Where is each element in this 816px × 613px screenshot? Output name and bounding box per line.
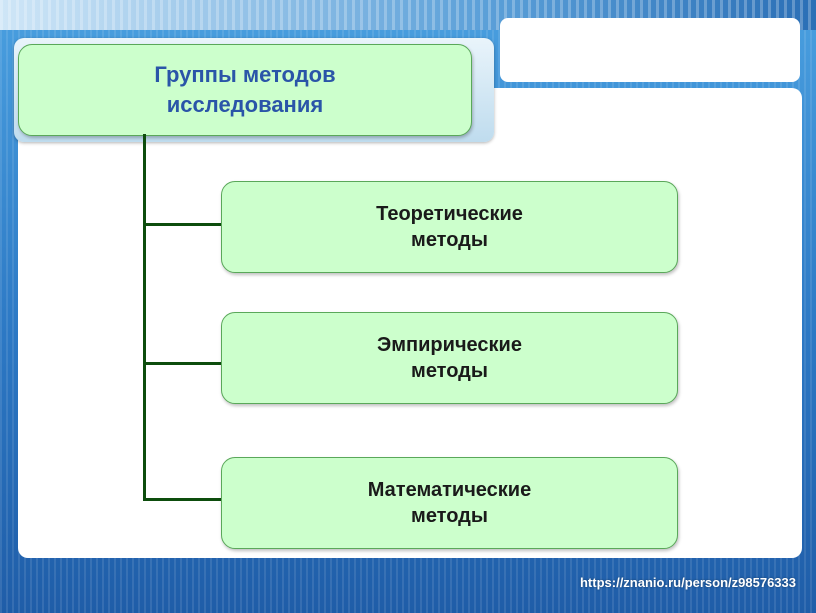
- connector-branch-3: [143, 498, 222, 501]
- root-box: Группы методов исследования: [18, 44, 472, 136]
- top-white-panel: [500, 18, 800, 82]
- connector-vertical: [143, 134, 146, 500]
- watermark-link[interactable]: https://znanio.ru/person/z98576333: [579, 575, 796, 590]
- child-box-mathematical: Математические методы: [221, 457, 678, 549]
- child-box-theoretical: Теоретические методы: [221, 181, 678, 273]
- connector-branch-2: [143, 362, 222, 365]
- connector-branch-1: [143, 223, 222, 226]
- child-box-empirical: Эмпирические методы: [221, 312, 678, 404]
